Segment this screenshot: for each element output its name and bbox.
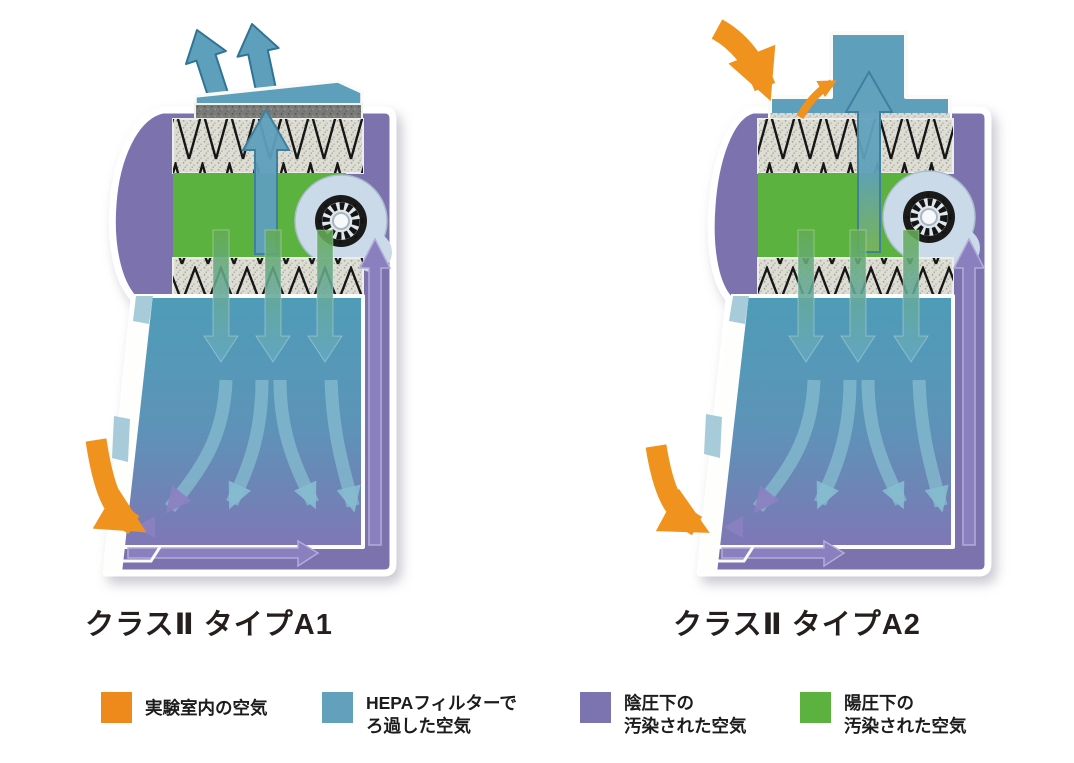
legend-swatch-negative-pressure-air: [580, 692, 611, 723]
legend-item-room-air: 実験室内の空気: [101, 692, 268, 723]
room-air-intake-arrow: [645, 444, 710, 536]
room-air-intake-arrow: [85, 438, 147, 535]
sash-glass: [704, 414, 722, 458]
legend-item-positive-pressure-air: 陽圧下の 汚染された空気: [800, 692, 967, 738]
airflow-curve-arrow: [814, 379, 857, 510]
canopy-gap-intake-arrow: [796, 79, 837, 119]
front-grille-line: [113, 546, 162, 563]
downflow-arrow: [307, 229, 343, 363]
sash-glass: [729, 296, 749, 324]
downflow-arrow: [840, 229, 876, 363]
downflow-arrows: [788, 229, 929, 363]
legend-label: 陽圧下の 汚染された空気: [844, 692, 967, 738]
downflow-arrow: [893, 229, 929, 363]
legend-item-hepa-filtered-air: HEPAフィルターで ろ過した空気: [322, 692, 517, 738]
airflow-curve-arrow: [273, 379, 319, 510]
airflow-curve-arrows: [164, 379, 361, 514]
airflow-curve-arrow: [226, 379, 269, 510]
airflow-curve-arrow: [861, 379, 907, 510]
downflow-arrow: [788, 229, 824, 363]
cabinet-type-a1: [85, 23, 397, 577]
legend-swatch-room-air: [101, 692, 132, 723]
legend-label-line: 汚染された空気: [844, 716, 967, 736]
cabinet-type-a2: [645, 19, 992, 577]
airflow-curve-arrows: [752, 379, 949, 514]
base-channel-arrow: [721, 539, 846, 568]
airflow-curve-arrow: [164, 379, 233, 514]
legend-label-line: 陰圧下の: [624, 693, 694, 713]
legend-label: 実験室内の空気: [145, 692, 268, 720]
airflow-curve-arrow: [752, 379, 821, 514]
legend-label-line: 汚染された空気: [624, 716, 747, 736]
exhaust-hepa-filter: [757, 118, 954, 174]
exhaust-prefilter-strip: [194, 103, 363, 121]
legend-label-line: 実験室内の空気: [145, 698, 268, 718]
sash-glass: [112, 416, 130, 462]
legend-swatch-positive-pressure-air: [800, 692, 831, 723]
caption-type-a2: クラスⅡ タイプA2: [673, 609, 921, 641]
filtered-air-up-arrow: [844, 69, 894, 253]
base-channel-arrow: [127, 539, 320, 568]
front-grille-line: [706, 546, 755, 563]
room-air-canopy-arrow: [711, 19, 776, 102]
exhaust-air-arrows: [184, 23, 280, 107]
downflow-arrows: [203, 229, 343, 363]
front-sash: [698, 294, 749, 573]
airflow-curve-arrow: [324, 379, 361, 513]
downflow-arrow: [203, 229, 239, 363]
legend-label: 陰圧下の 汚染された空気: [624, 692, 747, 738]
return-channel-up-arrow: [952, 237, 986, 546]
return-channel-up-arrow: [358, 237, 392, 546]
airflow-curve-arrow: [912, 379, 949, 513]
downflow-arrow: [255, 229, 291, 363]
legend-label-line: HEPAフィルターで: [366, 693, 517, 713]
caption-type-a1: クラスⅡ タイプA1: [85, 609, 333, 641]
legend-label: HEPAフィルターで ろ過した空気: [366, 692, 517, 738]
front-grille-arrowhead: [724, 516, 743, 538]
legend-label-line: 陽圧下の: [844, 693, 914, 713]
legend-label-line: ろ過した空気: [366, 716, 471, 736]
sash-glass: [133, 296, 153, 324]
legend-item-negative-pressure-air: 陰圧下の 汚染された空気: [580, 692, 747, 738]
legend-swatch-hepa-filtered-air: [322, 692, 353, 723]
